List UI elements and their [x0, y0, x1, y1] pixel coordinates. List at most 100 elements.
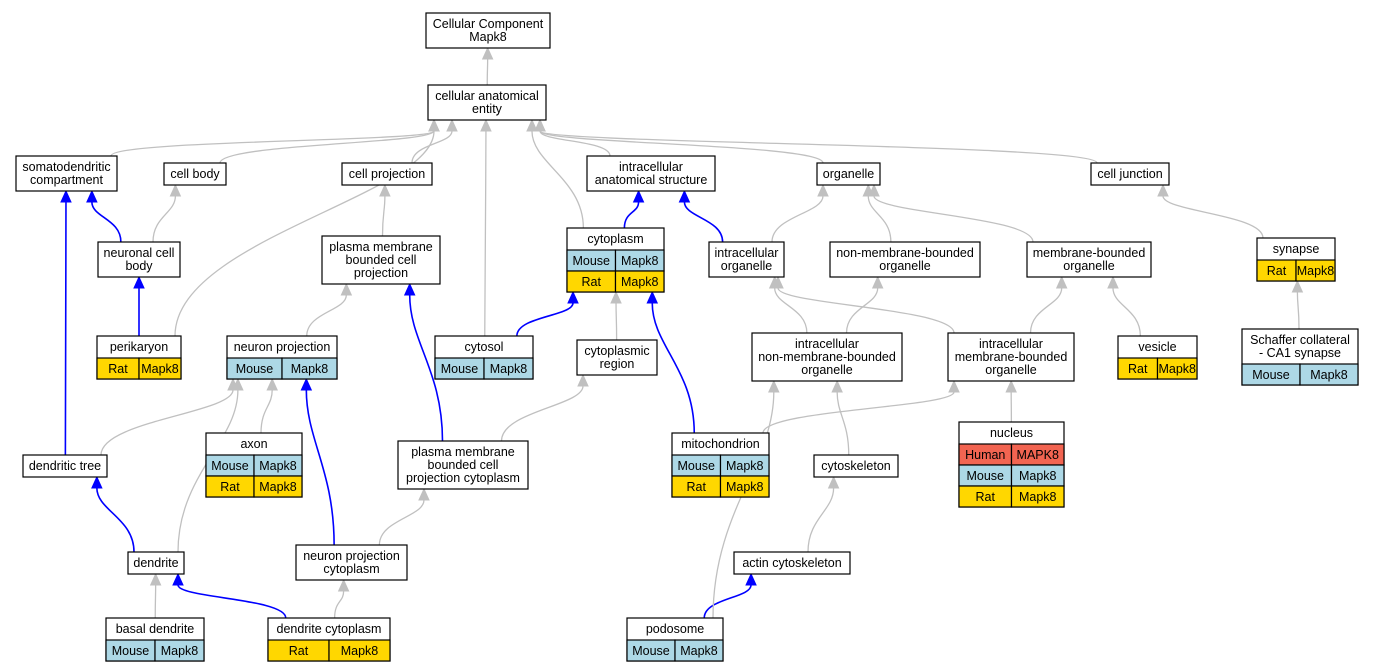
- term-node-cell-body[interactable]: cell body: [163, 162, 227, 186]
- term-node-cytoskeleton[interactable]: cytoskeleton: [813, 454, 899, 478]
- node-label: cytoskeleton: [821, 459, 891, 473]
- is-a-edge: [777, 287, 955, 334]
- node-label: bounded cell: [428, 458, 499, 472]
- node-label: neuron projection: [234, 340, 331, 354]
- term-node-dendritic-tree[interactable]: dendritic tree: [22, 454, 108, 478]
- node-label: cellular anatomical: [435, 89, 539, 103]
- part-of-edge: [623, 201, 640, 229]
- term-node-intracellular-non-membrane-bounded-organelle[interactable]: intracellularnon-membrane-boundedorganel…: [751, 332, 903, 382]
- term-node-organelle[interactable]: organelle: [816, 162, 881, 186]
- node-label: non-membrane-bounded: [758, 350, 896, 364]
- species-label: Rat: [582, 275, 602, 289]
- is-a-edge: [774, 287, 808, 334]
- node-label: neuronal cell: [104, 246, 175, 260]
- node-label: organelle: [879, 259, 930, 273]
- arrowhead-icon: [610, 290, 622, 304]
- arrowhead-icon: [646, 290, 659, 304]
- part-of-edge: [651, 302, 696, 434]
- arrowhead-icon: [534, 118, 546, 132]
- part-of-edge: [703, 584, 752, 619]
- part-of-edge: [96, 487, 135, 553]
- node-label: podosome: [646, 622, 704, 636]
- arrowhead-icon: [91, 475, 103, 489]
- part-of-edge: [91, 201, 122, 243]
- term-node-cell-projection[interactable]: cell projection: [341, 162, 433, 186]
- is-a-edge: [174, 130, 435, 337]
- node-box: [708, 241, 785, 278]
- arrowhead-icon: [480, 118, 492, 132]
- node-label: organelle: [985, 363, 1036, 377]
- arrowhead-icon: [86, 189, 98, 203]
- arrowhead-icon: [1005, 379, 1017, 393]
- node-label: plasma membrane: [411, 445, 515, 459]
- node-box: [163, 162, 227, 186]
- species-cell: [1299, 363, 1359, 386]
- gene-label: Mapk8: [726, 459, 764, 473]
- arrowhead-icon: [1107, 275, 1119, 289]
- arrowhead-icon: [1157, 183, 1169, 197]
- species-label: Mouse: [572, 254, 610, 268]
- is-a-edge: [260, 389, 273, 434]
- node-label: non-membrane-bounded: [836, 246, 974, 260]
- node-label: anatomical structure: [595, 173, 708, 187]
- gene-label: Mapk8: [259, 459, 297, 473]
- species-cell: [1156, 357, 1198, 380]
- node-box: [425, 12, 551, 49]
- species-cell: [138, 357, 182, 380]
- term-node-cell-junction[interactable]: cell junction: [1090, 162, 1170, 186]
- is-a-edge: [1112, 287, 1142, 337]
- is-a-edge: [539, 130, 824, 164]
- term-node-actin-cytoskeleton[interactable]: actin cytoskeleton: [733, 551, 851, 575]
- gene-label: Mapk8: [1297, 264, 1335, 278]
- node-label: neuron projection: [303, 549, 400, 563]
- is-a-edge: [1296, 291, 1300, 330]
- species-label: Rat: [220, 480, 240, 494]
- node-label: body: [125, 259, 153, 273]
- is-a-edge: [381, 195, 386, 237]
- node-label: plasma membrane: [329, 240, 433, 254]
- is-a-edge: [615, 302, 618, 341]
- species-label: Rat: [108, 362, 128, 376]
- is-a-edge: [836, 391, 850, 456]
- node-box: [829, 241, 981, 278]
- node-label: membrane-bounded: [1033, 246, 1146, 260]
- term-node-dendrite[interactable]: dendrite: [127, 551, 185, 575]
- species-label: Rat: [1267, 264, 1287, 278]
- node-label: organelle: [801, 363, 852, 377]
- is-a-edge: [539, 130, 611, 157]
- arrowhead-icon: [266, 377, 278, 391]
- part-of-edge: [177, 584, 287, 619]
- gene-label: Mapk8: [680, 644, 718, 658]
- is-a-edge: [378, 499, 425, 546]
- node-label: basal dendrite: [116, 622, 195, 636]
- arrowhead-icon: [1055, 275, 1068, 289]
- species-cell: [719, 475, 770, 498]
- gene-label: Mapk8: [621, 275, 659, 289]
